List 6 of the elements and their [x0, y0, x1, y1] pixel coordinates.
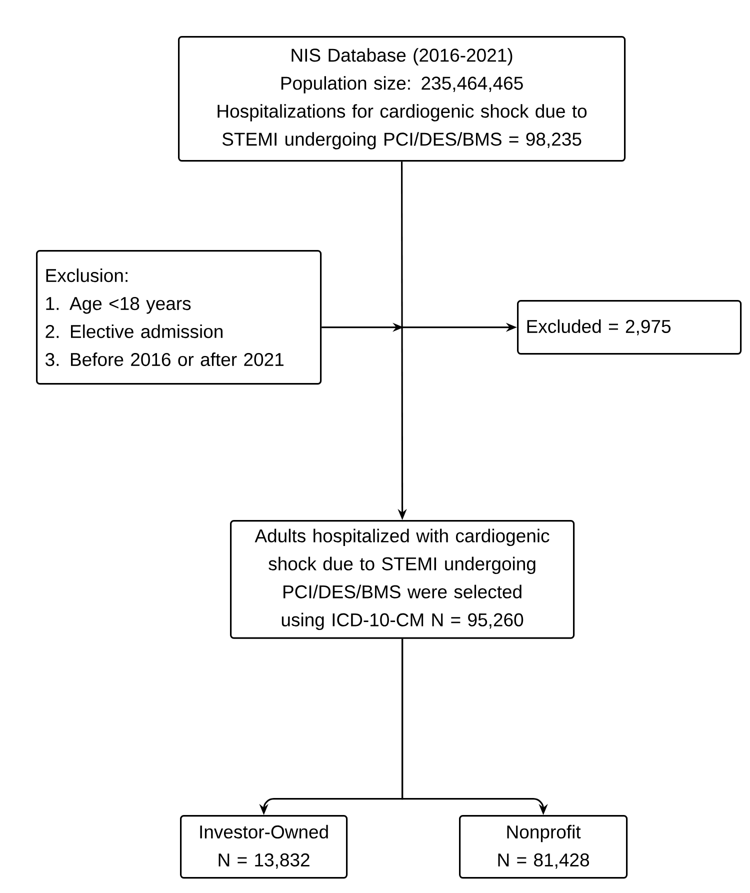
process-box: Excluded = 2,975 [517, 300, 742, 355]
process-box: Adults hospitalized with cardiogenic shock due to STEMI undergoing PCI/DES/BMS were selected using ICD-10-CM N = 95,260 [230, 520, 575, 639]
process-box: Investor-Owned N = 13,832 [180, 815, 348, 879]
process-box: Exclusion: 1. Age <18 years 2. Elective admission 3. Before 2016 or after 2021 [36, 250, 322, 385]
process-box: NIS Database (2016-2021) Population size: 235,464,465 Hospitalizations for cardiogenic shock due to STEMI undergoing PCI/DES/BMS = 98,235 [178, 36, 626, 162]
process-box: Nonprofit N = 81,428 [459, 815, 628, 879]
